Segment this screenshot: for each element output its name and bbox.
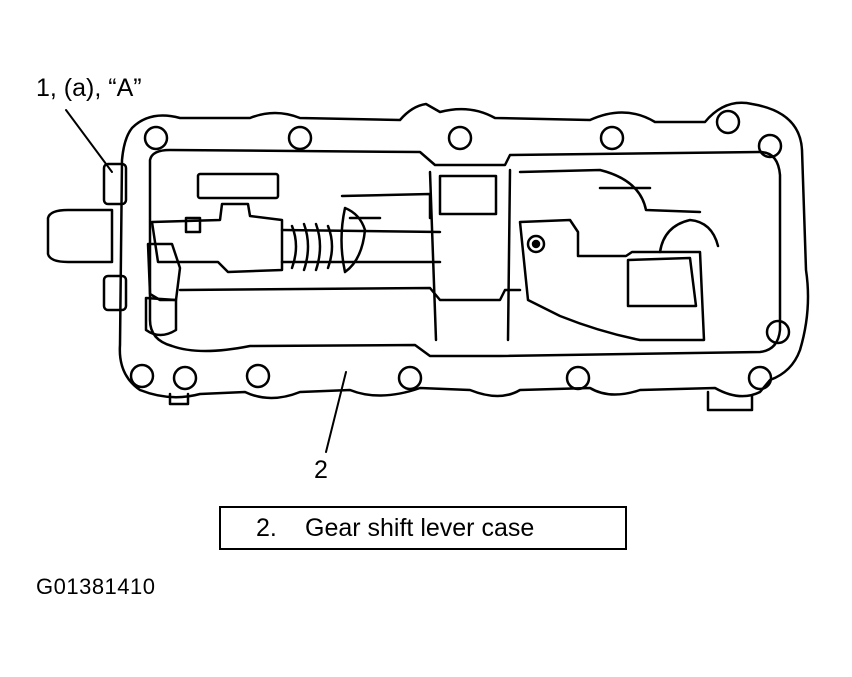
case-foot-left — [168, 392, 190, 406]
legend-box: 2. Gear shift lever case — [219, 506, 627, 550]
case-outer-flange — [118, 101, 810, 400]
shift-rod-assembly — [144, 172, 442, 337]
shift-lever — [518, 168, 720, 342]
case-foot-right — [706, 390, 754, 412]
center-divider — [428, 168, 512, 342]
shaft-stub — [46, 208, 114, 264]
legend-text: Gear shift lever case — [305, 514, 535, 542]
left-lower-boss — [102, 274, 128, 312]
figure-id: G01381410 — [36, 574, 156, 599]
legend-number: 2. — [256, 514, 277, 542]
center-rail — [178, 286, 522, 302]
bolt-holes — [129, 109, 791, 391]
leader-line-2 — [325, 371, 347, 453]
center-block — [438, 174, 498, 216]
leader-line-1 — [65, 109, 113, 173]
left-boss — [102, 162, 128, 206]
case-inner-cavity — [148, 148, 782, 358]
callout-part-2: 2 — [314, 456, 328, 484]
callout-part-1: 1, (a), “A” — [36, 74, 142, 102]
